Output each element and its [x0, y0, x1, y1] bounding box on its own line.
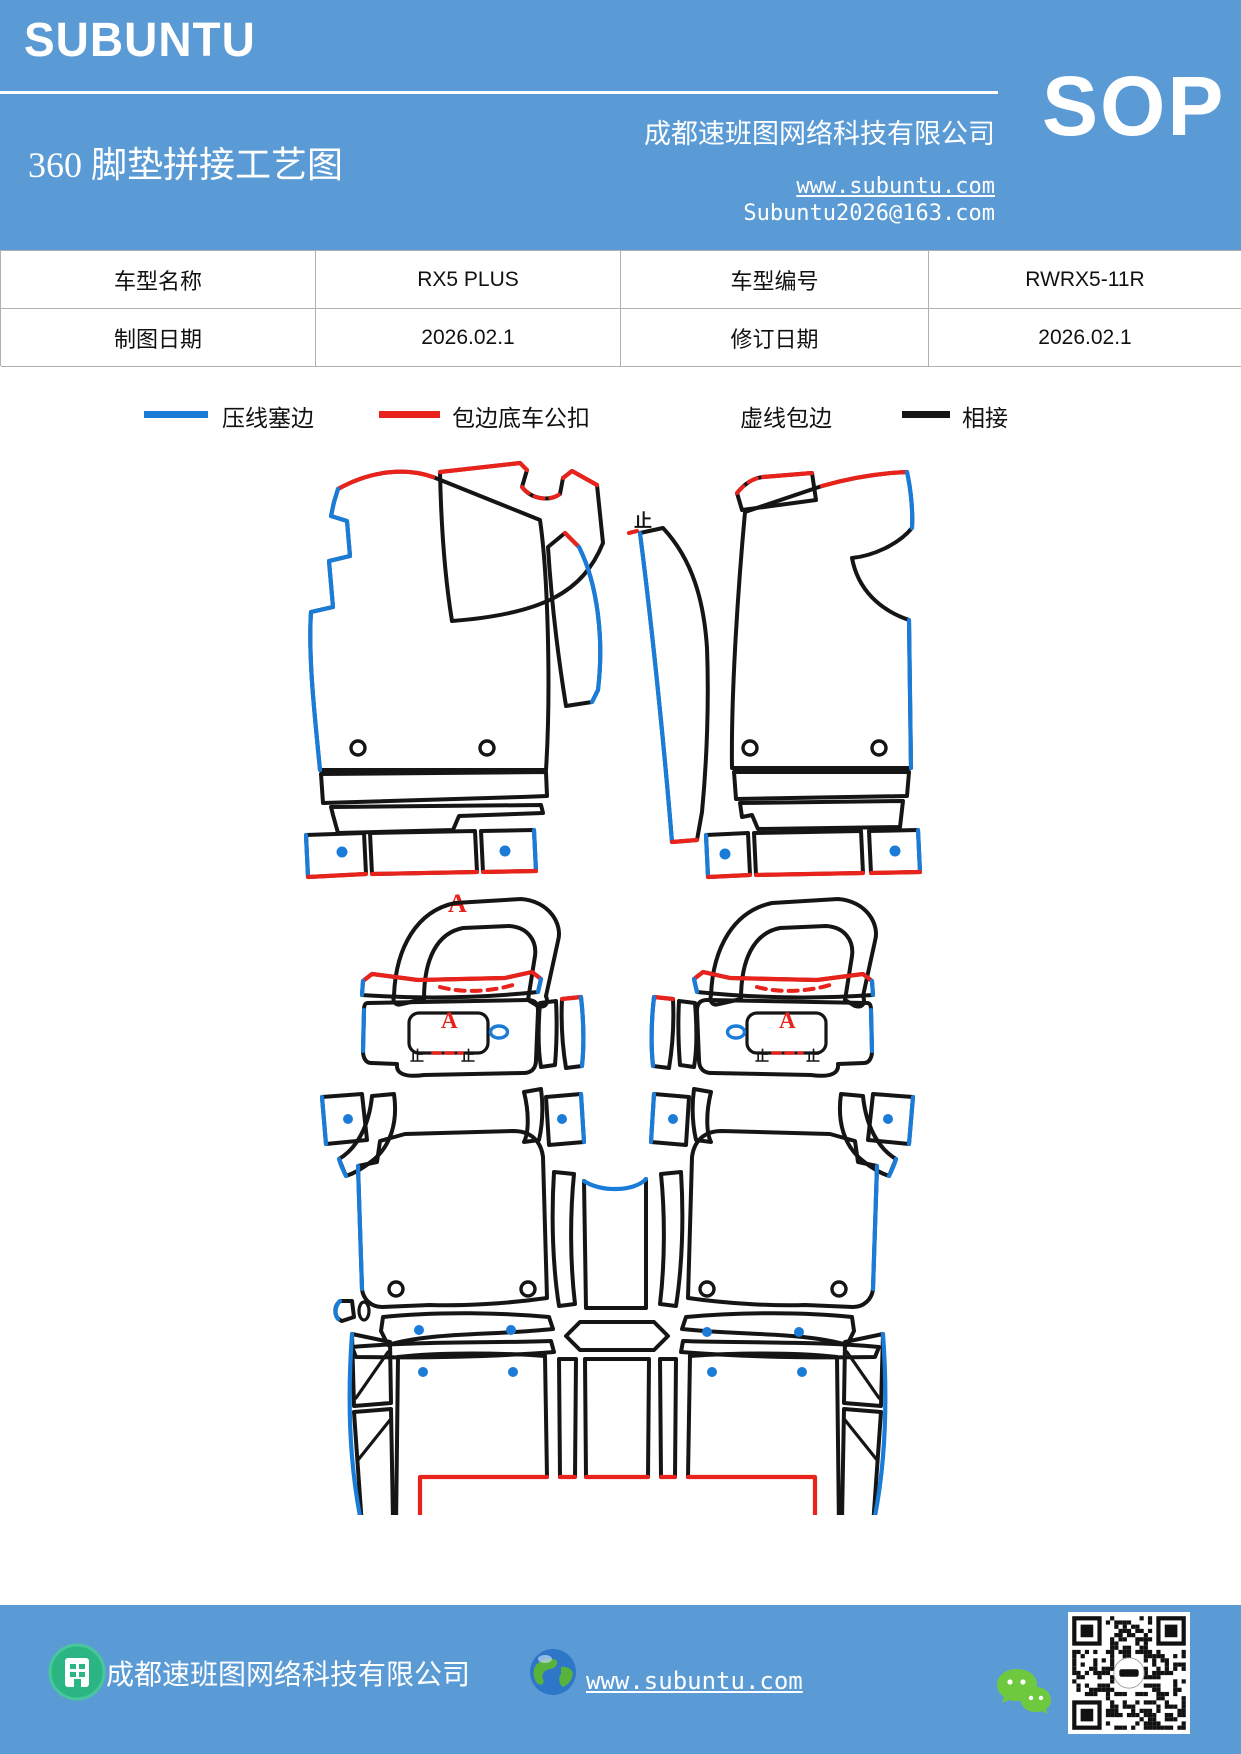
- legend-swatch-black-line: [902, 411, 950, 418]
- page-title: 360 脚垫拼接工艺图: [28, 145, 344, 185]
- legend-label: 相接: [962, 406, 1008, 431]
- table-cell-model-name-label: 车型名称: [1, 251, 316, 309]
- brand-logo: SUBUNTU: [24, 11, 256, 67]
- globe-icon: [530, 1649, 576, 1695]
- home-icon: [48, 1643, 106, 1701]
- header-website-link[interactable]: www.subuntu.com: [796, 174, 995, 199]
- stop-marker: 止: [634, 510, 652, 531]
- stop-marker: 止: [806, 1048, 820, 1065]
- footer-website-link[interactable]: www.subuntu.com: [586, 1667, 803, 1695]
- a-marker: A: [779, 1008, 796, 1033]
- vehicle-spec-table: 车型名称 RX5 PLUS 车型编号 RWRX5-11R 制图日期 2026.0…: [0, 250, 1241, 367]
- legend-label: 压线塞边: [222, 406, 314, 431]
- header-banner: SUBUNTU 360 脚垫拼接工艺图 成都速班图网络科技有限公司 www.su…: [0, 0, 1241, 250]
- footer-banner: 成都速班图网络科技有限公司 www.subuntu.com: [0, 1605, 1241, 1754]
- legend-swatch-red-dotted-line: [667, 411, 728, 418]
- qr-code: [1068, 1612, 1190, 1734]
- stop-marker: 止: [410, 1048, 424, 1065]
- table-cell-draw-date-label: 制图日期: [1, 309, 316, 367]
- floor-mat-diagram: 止: [303, 460, 923, 1515]
- front-right-mat-drawing: 止: [626, 469, 923, 880]
- table-cell-model-code-label: 车型编号: [621, 251, 929, 309]
- legend-label: 包边底车公扣: [452, 406, 590, 431]
- legend-label: 虚线包边: [740, 406, 832, 431]
- legend: 压线塞边 包边底车公扣 虚线包边 相接: [0, 398, 1241, 440]
- wechat-icon: [997, 1669, 1051, 1714]
- header-divider: [0, 91, 998, 94]
- table-cell-model-code-value: RWRX5-11R: [929, 251, 1241, 309]
- table-cell-draw-date-value: 2026.02.1: [316, 309, 621, 367]
- sop-label: SOP: [1042, 59, 1226, 153]
- a-marker: A: [441, 1008, 458, 1033]
- legend-swatch-red-line: [379, 411, 440, 418]
- front-left-mat-drawing: [303, 460, 605, 880]
- table-cell-revise-date-value: 2026.02.1: [929, 309, 1241, 367]
- header-email: Subuntu2026@163.com: [743, 201, 995, 226]
- footer-company-name: 成都速班图网络科技有限公司: [106, 1660, 471, 1691]
- header-company-name: 成都速班图网络科技有限公司: [644, 119, 995, 149]
- stop-marker: 止: [755, 1048, 769, 1065]
- legend-swatch-blue-line: [144, 411, 208, 418]
- table-cell-revise-date-label: 修订日期: [621, 309, 929, 367]
- rear-mats-drawing: A A 止 止: [319, 889, 916, 1515]
- stop-marker: 止: [461, 1048, 475, 1065]
- table-cell-model-name-value: RX5 PLUS: [316, 251, 621, 309]
